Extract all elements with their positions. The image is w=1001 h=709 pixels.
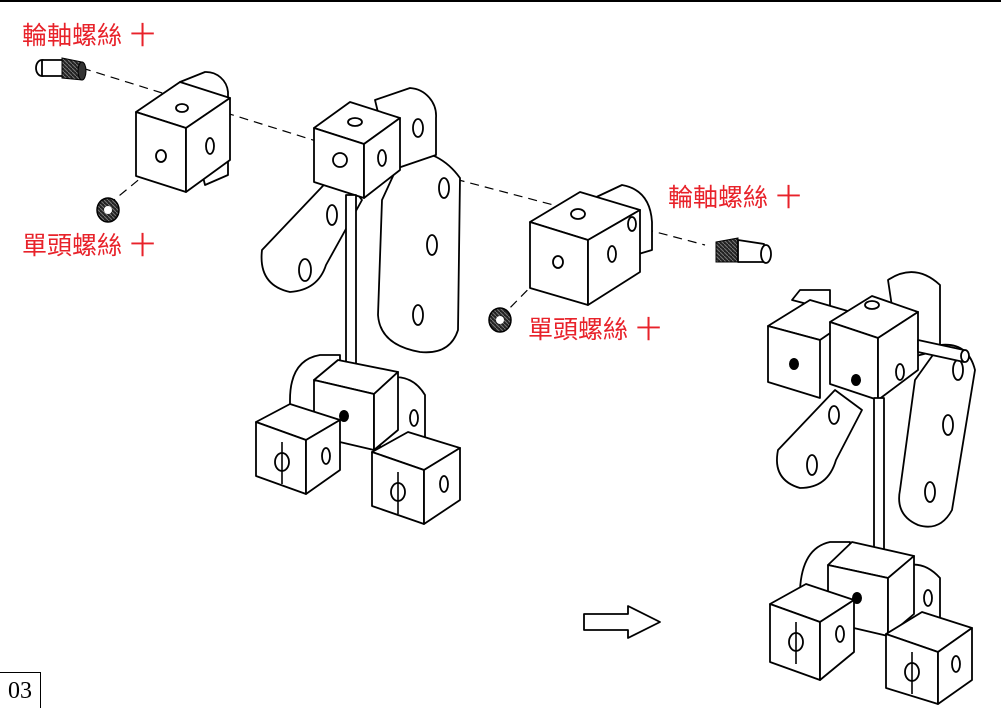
set-screw-label-1: 單頭螺絲 十: [22, 231, 155, 260]
axle-screw-part-1: [35, 57, 87, 81]
partial-robot-assembly: [255, 87, 461, 525]
axle-screw-label-2: 輪軸螺絲 十: [668, 183, 801, 212]
set-screw-part-1: [96, 197, 120, 223]
axle-screw-label-1: 輪軸螺絲 十: [22, 21, 155, 50]
connector-block-2: [529, 184, 653, 306]
connector-block-1: [135, 71, 231, 193]
page-number: 03: [0, 672, 41, 708]
axle-screw-part-2: [715, 237, 772, 264]
outline-right-arrow-icon: [583, 605, 661, 639]
top-rule: [0, 0, 1001, 2]
set-screw-part-2: [488, 307, 512, 333]
completed-robot-assembly: [767, 271, 976, 705]
set-screw-label-2: 單頭螺絲 十: [528, 315, 661, 344]
